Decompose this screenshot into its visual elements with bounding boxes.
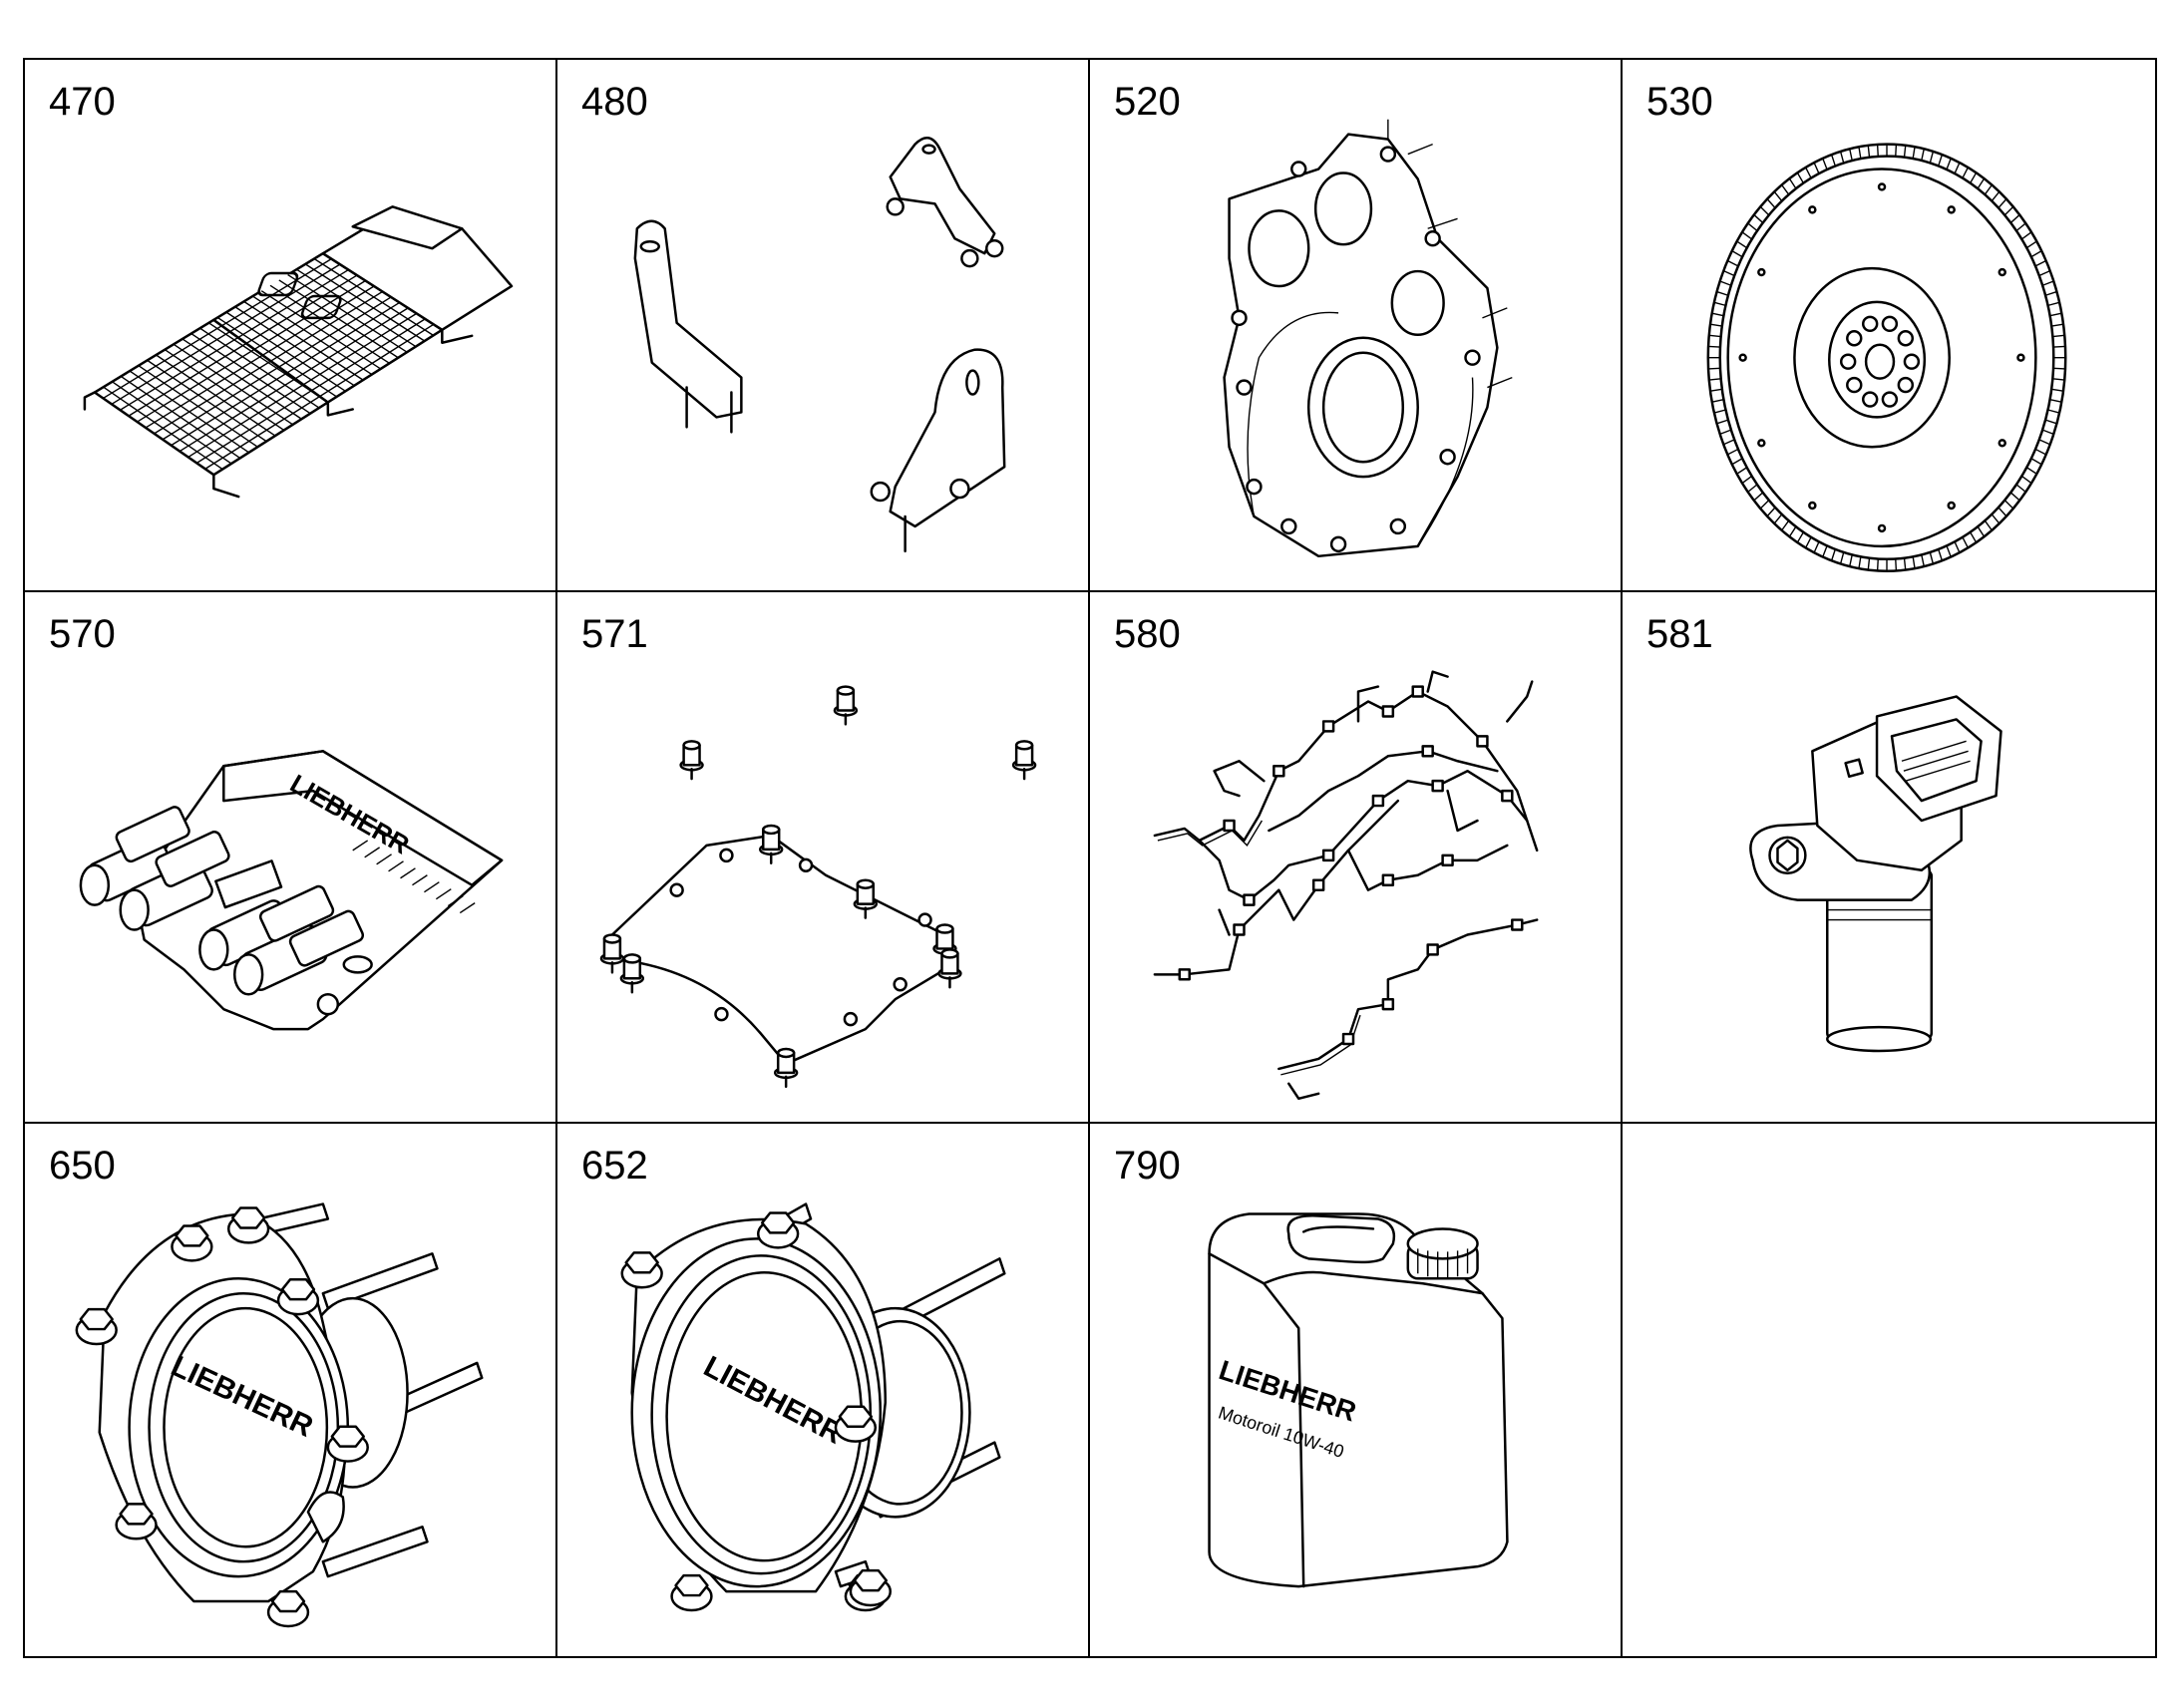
oil-canister-icon: LIEBHERR Motoroil 10W-40 [1208, 1212, 1509, 1588]
part-number: 470 [49, 80, 116, 124]
part-cell-790[interactable]: 790 LIEBHERR Motoroil 10W-40 [1090, 1124, 1623, 1656]
part-number: 581 [1646, 611, 1713, 656]
part-cell-650[interactable]: 650 LIEBHERR [25, 1124, 557, 1656]
part-cell-470[interactable]: 470 [25, 60, 557, 592]
parts-grid: 470 480 [23, 58, 2157, 1658]
part-number: 480 [581, 80, 648, 124]
part-number: 571 [581, 611, 648, 656]
flywheel-housing-icon [1223, 119, 1513, 558]
part-cell-empty [1623, 1124, 2155, 1656]
part-cell-520[interactable]: 520 [1090, 60, 1623, 592]
control-unit-icon: LIEBHERR [79, 749, 504, 1030]
part-cell-480[interactable]: 480 [557, 60, 1090, 592]
part-number: 580 [1114, 611, 1181, 656]
seal-cover-icon: LIEBHERR [620, 1202, 1006, 1612]
mounting-plate-icon [599, 684, 1037, 1088]
part-number: 652 [581, 1144, 648, 1189]
seal-cover-icon: LIEBHERR [75, 1202, 484, 1628]
part-number: 570 [49, 611, 116, 656]
part-number: 650 [49, 1144, 116, 1189]
flywheel-icon [1706, 143, 2067, 572]
part-cell-530[interactable]: 530 [1623, 60, 2155, 592]
part-cell-652[interactable]: 652 LIEBHERR [557, 1124, 1090, 1656]
part-cell-581[interactable]: 581 [1623, 592, 2155, 1125]
sensor-icon [1749, 694, 2002, 1052]
wiring-harness-icon [1153, 670, 1539, 1100]
grate-panel-icon [83, 205, 514, 499]
part-cell-570[interactable]: 570 LIEBHERR [25, 591, 557, 1125]
brackets-icon [633, 137, 1006, 553]
part-cell-580[interactable]: 580 [1090, 591, 1623, 1125]
part-number: 520 [1114, 80, 1181, 124]
part-number: 790 [1114, 1144, 1181, 1189]
part-cell-571[interactable]: 571 [557, 591, 1090, 1125]
part-number: 530 [1646, 80, 1713, 124]
